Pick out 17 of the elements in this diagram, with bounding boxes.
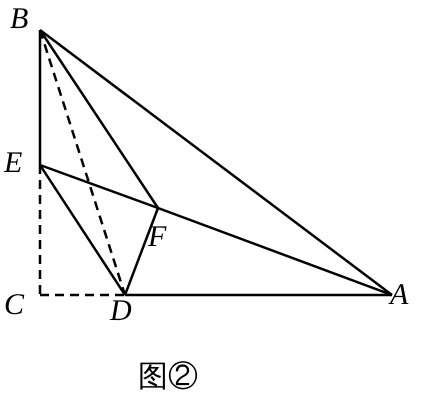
line-segment <box>124 208 160 296</box>
line-segment <box>38 29 160 209</box>
line-segment <box>38 165 42 295</box>
point-label: B <box>10 4 28 34</box>
line-segment <box>125 294 392 296</box>
line-segment <box>38 30 42 165</box>
point-label: A <box>390 280 408 310</box>
line-segment <box>40 294 125 296</box>
figure-caption: 图② <box>138 362 198 392</box>
line-segment <box>40 164 158 210</box>
line-segment <box>158 206 392 296</box>
point-label: D <box>110 296 132 326</box>
point-label: E <box>4 148 22 178</box>
point-label: F <box>148 222 166 252</box>
line-segment <box>38 164 126 296</box>
line-segment <box>39 29 393 296</box>
point-label: C <box>4 290 24 320</box>
